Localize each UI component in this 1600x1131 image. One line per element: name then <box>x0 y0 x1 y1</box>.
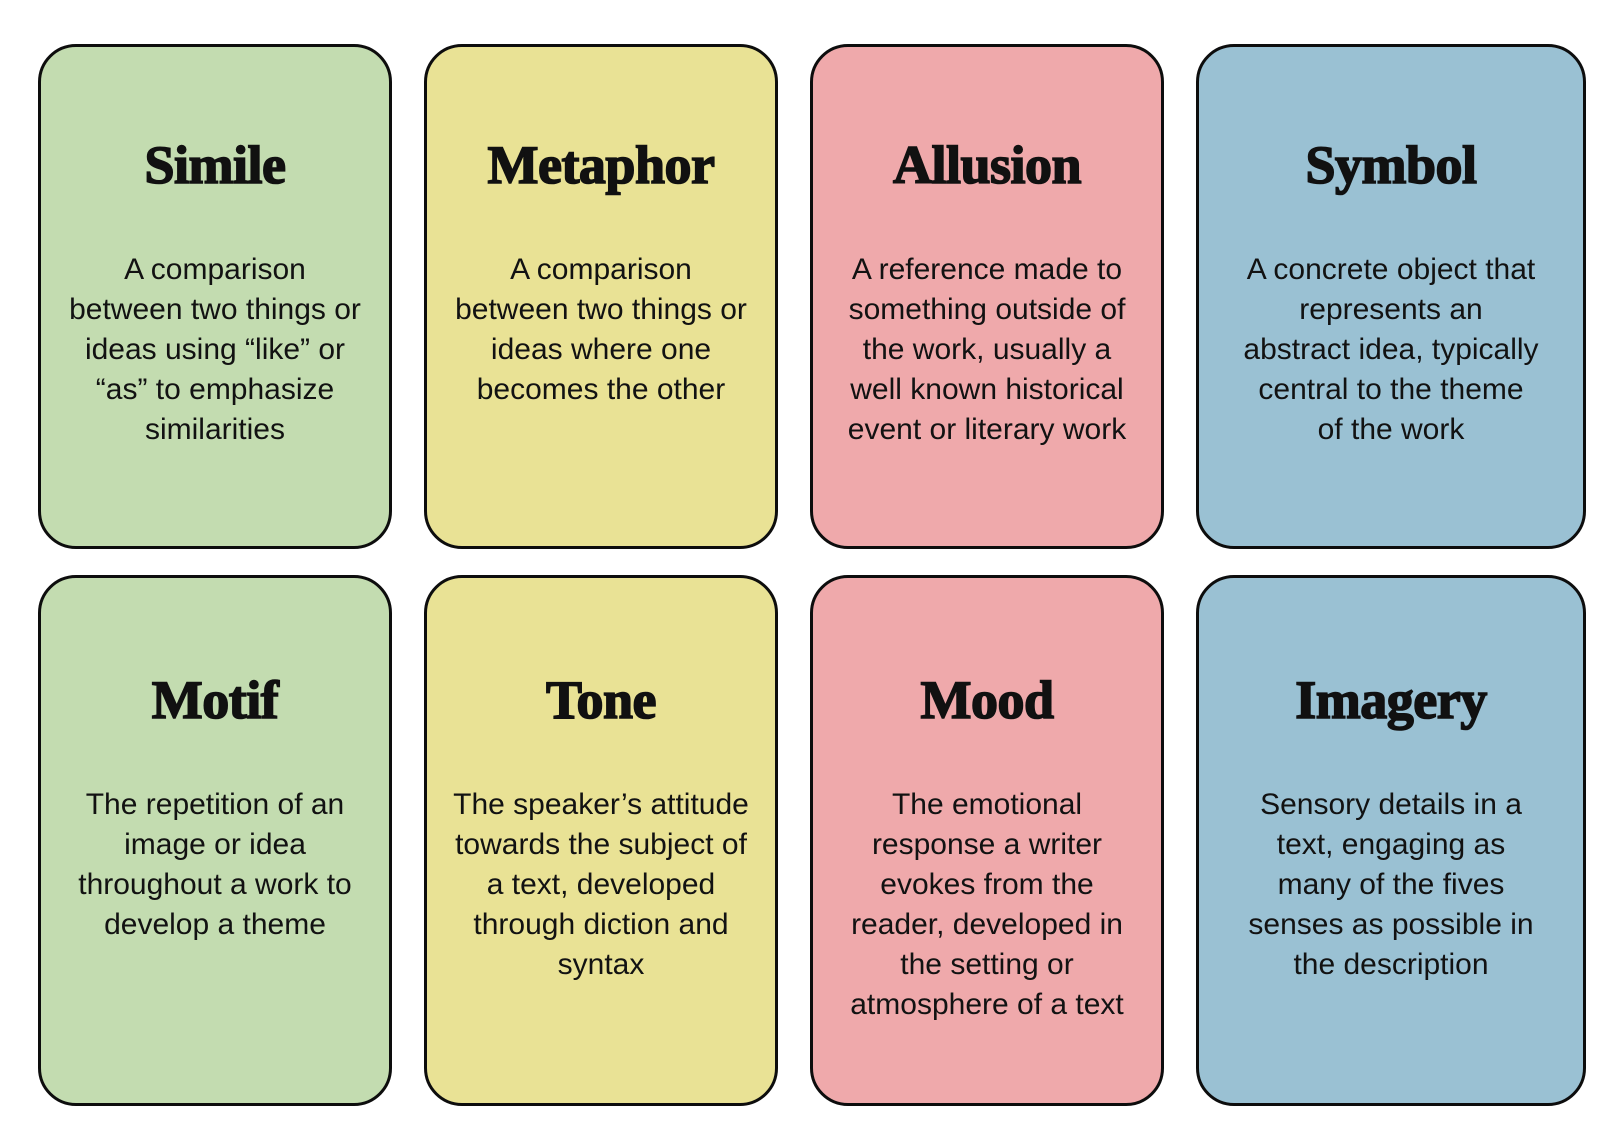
term-card-title: Symbol <box>1305 135 1478 195</box>
term-card-definition: Sensory details in a text, engaging as m… <box>1248 787 1534 981</box>
term-card-tone: Tone The speaker’s attitude towards the … <box>424 575 778 1106</box>
term-card-definition: The repetition of an image or idea throu… <box>78 787 352 941</box>
term-card-title: Allusion <box>892 135 1082 195</box>
term-card-title: Metaphor <box>487 135 716 195</box>
term-card-title: Tone <box>545 670 657 730</box>
term-card-title: Simile <box>144 135 287 195</box>
term-card-imagery: Imagery Sensory details in a text, engag… <box>1196 575 1586 1106</box>
term-card-simile: Simile A comparison between two things o… <box>38 44 392 549</box>
term-card-definition: A concrete object that represents an abs… <box>1243 252 1539 446</box>
term-card-title: Imagery <box>1294 670 1488 730</box>
term-card-definition: A comparison between two things or ideas… <box>69 252 361 446</box>
term-card-allusion: Allusion A reference made to something o… <box>810 44 1164 549</box>
term-card-definition: A reference made to something outside of… <box>847 252 1127 446</box>
term-card-metaphor: Metaphor A comparison between two things… <box>424 44 778 549</box>
term-card-definition: A comparison between two things or ideas… <box>455 252 747 406</box>
term-card-symbol: Symbol A concrete object that represents… <box>1196 44 1586 549</box>
term-card-title: Mood <box>920 670 1055 730</box>
term-card-title: Motif <box>151 670 280 730</box>
term-card-definition: The emotional response a writer evokes f… <box>850 787 1124 1021</box>
term-card-motif: Motif The repetition of an image or idea… <box>38 575 392 1106</box>
term-card-mood: Mood The emotional response a writer evo… <box>810 575 1164 1106</box>
term-card-definition: The speaker’s attitude towards the subje… <box>453 787 749 981</box>
